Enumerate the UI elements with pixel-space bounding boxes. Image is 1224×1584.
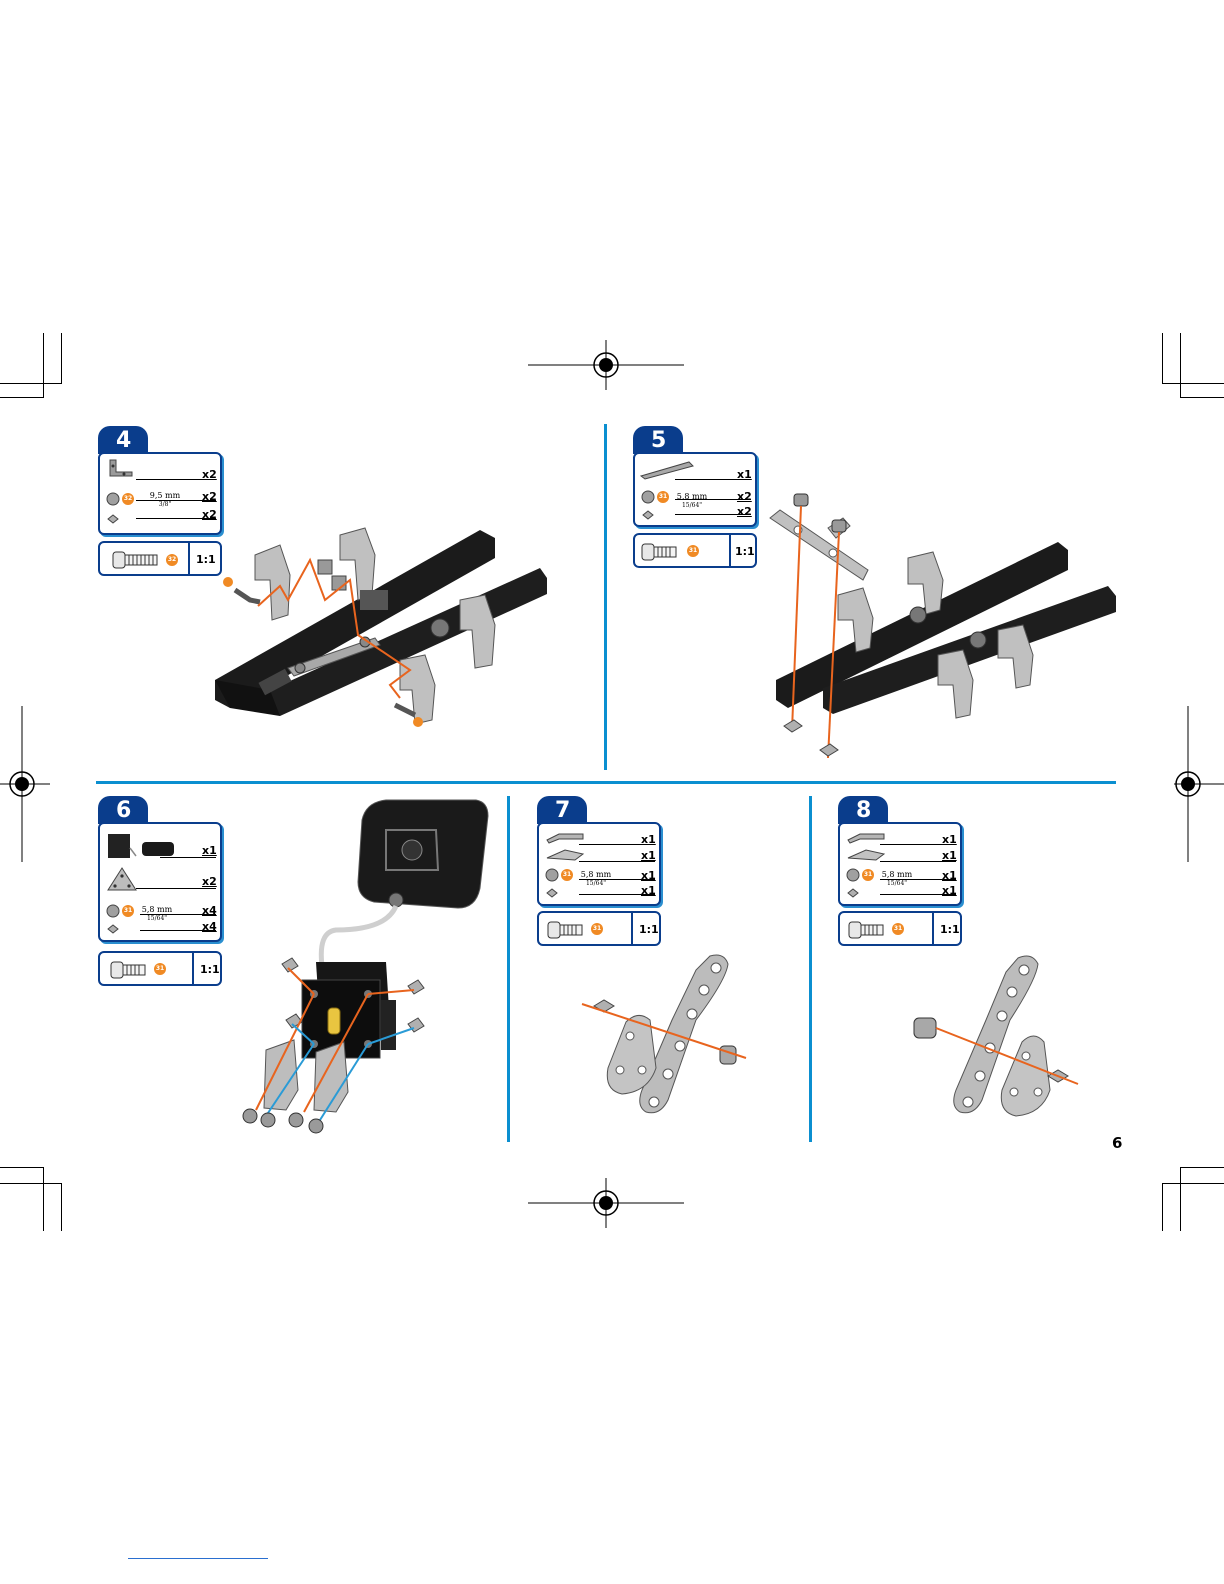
- step-number-tab: 7: [537, 796, 587, 824]
- flat-strip-icon: [639, 460, 695, 480]
- nut-icon: [106, 924, 120, 934]
- registration-mark-right: [1174, 706, 1224, 862]
- screw-full-size-icon: [112, 549, 160, 571]
- divider-top-vertical: [604, 424, 607, 770]
- screw-code-badge: 31: [122, 905, 134, 917]
- screw-code-badge: 31: [591, 923, 603, 935]
- qty-screw: x4: [202, 904, 217, 917]
- nut-icon: [106, 514, 120, 524]
- registration-mark-top: [528, 340, 684, 390]
- screw-code-badge: 31: [687, 545, 699, 557]
- scale-ratio: 1:1: [735, 545, 755, 558]
- screw-length-imperial: 15/64": [140, 914, 174, 923]
- screw-full-size-icon: [547, 919, 587, 941]
- scale-ratio: 1:1: [639, 923, 659, 936]
- screw-icon: [641, 490, 655, 504]
- divider-bottom-left: [507, 796, 510, 1142]
- registration-mark-bottom: [528, 1178, 684, 1228]
- scale-box: 31 1:1: [633, 533, 757, 568]
- screw-full-size-icon: [641, 541, 681, 563]
- scale-ratio: 1:1: [200, 963, 220, 976]
- nut-icon: [545, 888, 559, 898]
- scale-ratio: 1:1: [940, 923, 960, 936]
- qty-plate: x1: [942, 849, 957, 862]
- motor-battery-illustration: [236, 790, 496, 1136]
- footer-line: [128, 1558, 268, 1559]
- screw-code-badge: 31: [862, 869, 874, 881]
- screw-icon: [846, 868, 860, 882]
- scale-box: 31 1:1: [838, 911, 962, 946]
- qty-nut: x1: [641, 884, 656, 897]
- divider-bottom-right: [809, 796, 812, 1142]
- step-number-tab: 4: [98, 426, 148, 454]
- screw-code-badge: 31: [657, 491, 669, 503]
- triangle-plate-icon: [106, 866, 138, 894]
- triangle-plate-icon: [545, 848, 585, 862]
- qty-bracket: x2: [202, 468, 217, 481]
- qty-strip: x1: [942, 833, 957, 846]
- nut-icon: [641, 510, 655, 520]
- qty-strip: x1: [737, 468, 752, 481]
- scale-box: 31 1:1: [537, 911, 661, 946]
- screw-full-size-icon: [848, 919, 888, 941]
- battery-motor-icon: [106, 828, 176, 864]
- qty-nut: x2: [737, 505, 752, 518]
- divider-horizontal: [96, 781, 1116, 784]
- scale-box: 31 1:1: [98, 951, 222, 986]
- registration-mark-left: [0, 706, 50, 862]
- screw-length-imperial: 15/64": [675, 501, 709, 510]
- scale-box: 32 1:1: [98, 541, 222, 576]
- screw-code-badge: 31: [154, 963, 166, 975]
- qty-plate: x1: [641, 849, 656, 862]
- step-number-tab: 6: [98, 796, 148, 824]
- angled-strip-icon: [545, 830, 585, 844]
- qty-screw: x2: [202, 490, 217, 503]
- triangle-plate-icon: [846, 848, 886, 862]
- qty-screw: x1: [942, 869, 957, 882]
- chassis-strip-illustration: [768, 480, 1118, 770]
- qty-nut: x1: [942, 884, 957, 897]
- qty-strip: x1: [641, 833, 656, 846]
- screw-code-badge: 31: [561, 869, 573, 881]
- screw-length-imperial: 15/64": [579, 879, 613, 888]
- qty-plate: x2: [202, 875, 217, 888]
- qty-motor: x1: [202, 844, 217, 857]
- screw-icon: [545, 868, 559, 882]
- screw-icon: [106, 904, 120, 918]
- step-number-tab: 8: [838, 796, 888, 824]
- screw-icon: [106, 492, 120, 506]
- screw-code-badge: 32: [122, 493, 134, 505]
- plate-assembly-illustration: [576, 950, 766, 1120]
- angle-bracket-icon: [106, 458, 136, 480]
- step-number-tab: 5: [633, 426, 683, 454]
- screw-length-metric: 5,8 mm: [882, 870, 912, 879]
- screw-length-metric: 9,5 mm: [150, 491, 180, 500]
- screw-code-badge: 31: [892, 923, 904, 935]
- page-number: 6: [1112, 1134, 1122, 1152]
- chassis-assembly-illustration: [210, 520, 550, 730]
- screw-length-imperial: 15/64": [880, 879, 914, 888]
- screw-length-metric: 5,8 mm: [581, 870, 611, 879]
- nut-icon: [846, 888, 860, 898]
- angled-strip-icon: [846, 830, 886, 844]
- plate-assembly-illustration: [906, 950, 1086, 1126]
- screw-code-badge: 32: [166, 554, 178, 566]
- screw-length-metric: 5,8 mm: [142, 905, 172, 914]
- screw-length-imperial: 3/8": [148, 500, 182, 509]
- qty-screw: x1: [641, 869, 656, 882]
- qty-screw: x2: [737, 490, 752, 503]
- screw-full-size-icon: [110, 959, 150, 981]
- qty-nut: x4: [202, 920, 217, 933]
